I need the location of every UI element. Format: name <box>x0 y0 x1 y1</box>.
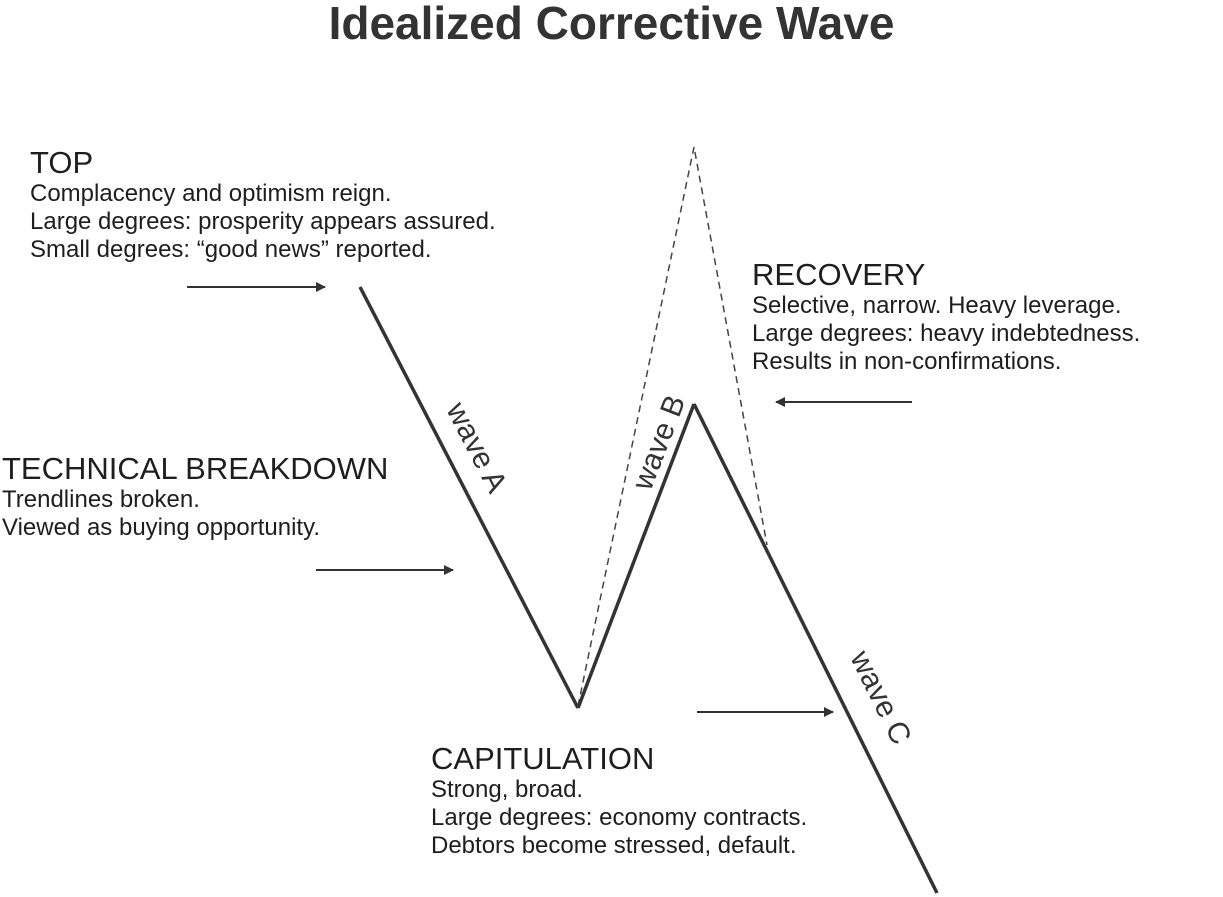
recovery-annotation: RECOVERY Selective, narrow. Heavy levera… <box>752 258 1140 376</box>
technical-line: Viewed as buying opportunity. <box>2 514 320 541</box>
wave-c-line <box>692 403 939 894</box>
technical-heading: TECHNICAL BREAKDOWN <box>2 451 389 486</box>
technical-line: Trendlines broken. <box>2 486 200 513</box>
diagram-title: Idealized Corrective Wave <box>328 0 895 49</box>
wave-a-line <box>358 286 580 709</box>
capitulation-annotation: CAPITULATION Strong, broad. Large degree… <box>431 742 807 860</box>
capitulation-heading: CAPITULATION <box>431 741 655 776</box>
capitulation-line: Debtors become stressed, default. <box>431 832 797 859</box>
top-line: Complacency and optimism reign. <box>30 180 392 207</box>
wave-b-line <box>576 403 696 709</box>
top-line: Small degrees: “good news” reported. <box>30 236 432 263</box>
recovery-line: Results in non-confirmations. <box>752 348 1062 375</box>
top-line: Large degrees: prosperity appears assure… <box>30 208 496 235</box>
recovery-line: Large degrees: heavy indebtedness. <box>752 320 1141 347</box>
capitulation-line: Strong, broad. <box>431 776 584 803</box>
top-annotation: TOP Complacency and optimism reign. Larg… <box>30 146 496 264</box>
capitulation-line: Large degrees: economy contracts. <box>431 804 808 831</box>
wave-a-label: wave A <box>439 396 513 498</box>
wave-b-label: wave B <box>626 391 692 496</box>
top-heading: TOP <box>30 145 94 180</box>
dashed-alternate-path <box>577 146 768 707</box>
recovery-line: Selective, narrow. Heavy leverage. <box>752 292 1122 319</box>
technical-annotation: TECHNICAL BREAKDOWN Trendlines broken. V… <box>2 452 388 542</box>
wave-c-label: wave C <box>843 645 917 750</box>
recovery-heading: RECOVERY <box>752 257 926 292</box>
